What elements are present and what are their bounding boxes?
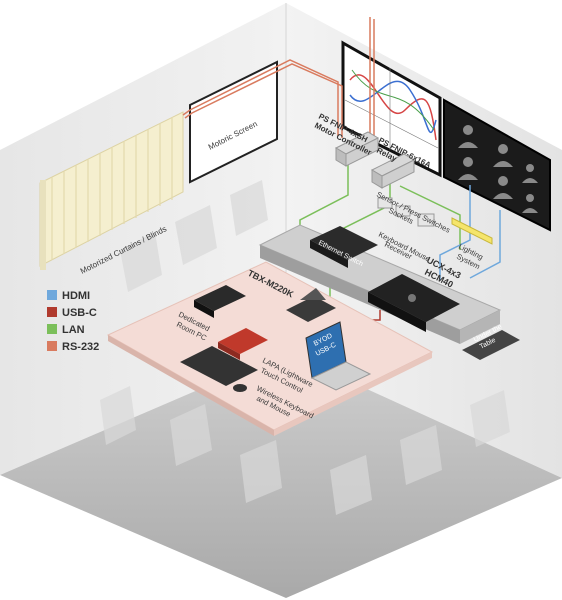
motorized-curtains: [39, 111, 184, 270]
conference-table: [106, 261, 434, 436]
ucx-switcher: [368, 274, 460, 332]
legend-swatch-usbc: [47, 307, 57, 317]
chairs: [100, 180, 510, 515]
legend-swatch-hdmi: [47, 290, 57, 300]
legend-label-hdmi: HDMI: [62, 290, 90, 302]
floor: [0, 352, 562, 598]
rs232-cables: [182, 17, 375, 148]
sensor-switches: [377, 197, 435, 227]
chart-display: [341, 40, 442, 178]
motor-controller: [334, 131, 380, 167]
legend-label-lan: LAN: [62, 324, 85, 336]
ethernet-switch: [310, 226, 378, 268]
wireless-keyboard: [180, 346, 258, 386]
byod-laptop: [305, 321, 372, 391]
under-table-tag: [462, 330, 520, 360]
motoric-screen: [189, 60, 278, 184]
relay-device: [370, 153, 416, 189]
video-conference-display: [443, 98, 551, 232]
lapa-touch-panel: [218, 328, 268, 360]
room-pc: [194, 285, 246, 318]
legend: HDMI USB-C LAN RS-232: [47, 290, 99, 353]
legend-swatch-lan: [47, 324, 57, 334]
legend-label-rs232: RS-232: [62, 341, 99, 353]
tbx-box: [286, 288, 336, 322]
lighting-fixture: [451, 217, 493, 245]
wireless-mouse: [233, 384, 247, 392]
legend-label-usbc: USB-C: [62, 307, 97, 319]
legend-swatch-rs232: [47, 341, 57, 351]
